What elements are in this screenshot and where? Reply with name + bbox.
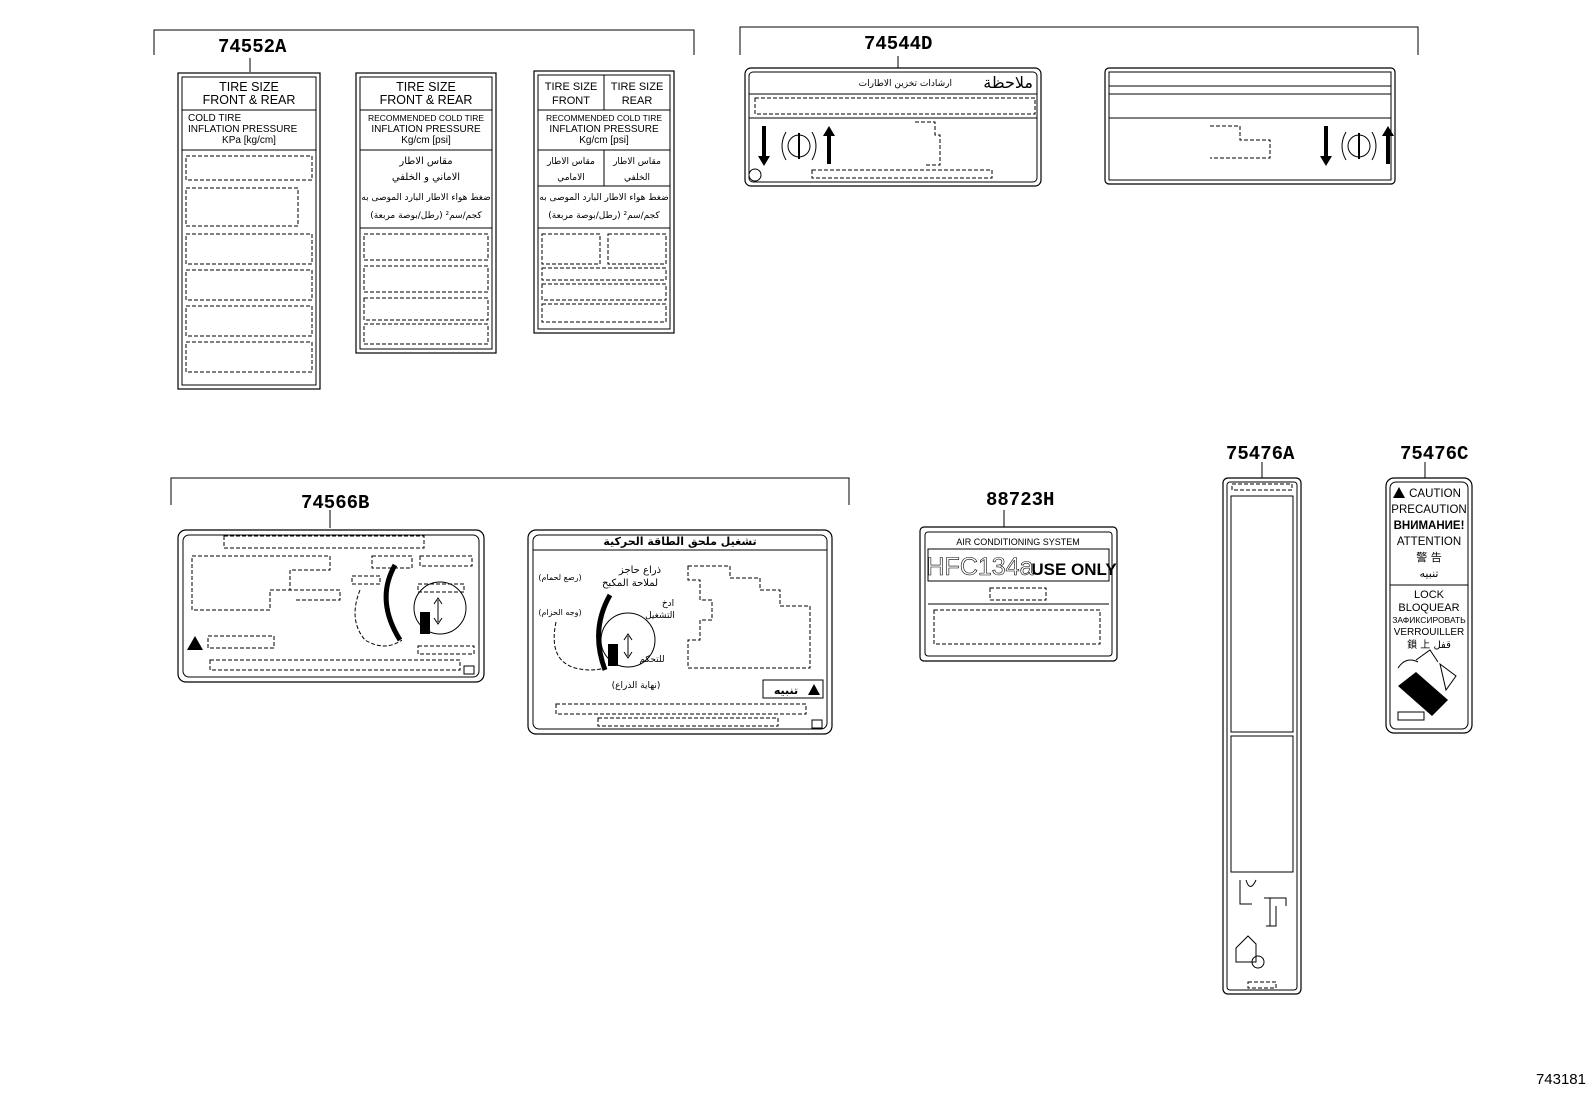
front-rear-title: FRONT & REAR xyxy=(380,93,473,107)
arabic-label-3: (رصع لحمام) xyxy=(538,573,581,582)
arabic-pto-title: تشغيل ملحق الطاقة الحركية xyxy=(603,535,756,548)
tire-size-rear-2: REAR xyxy=(622,95,653,107)
figure-number: 743181 xyxy=(1536,1071,1586,1088)
bracket-74566B xyxy=(170,477,850,505)
caution-box: تنبيه xyxy=(762,679,824,699)
warning-triangle-icon xyxy=(1393,487,1405,498)
tire-size-title: TIRE SIZE xyxy=(396,80,456,94)
lock-cn-ar: 鎖 上 قفل xyxy=(1407,638,1451,651)
ac-refrigerant-label: AIR CONDITIONING SYSTEM HFC134a USE ONLY xyxy=(919,526,1118,662)
caution-en: CAUTION xyxy=(1409,488,1461,500)
caution-lock-label: CAUTION PRECAUTION ВНИМАНИЕ! ATTENTION 警… xyxy=(1385,477,1473,734)
lever-pictogram-icon xyxy=(1239,879,1257,905)
caution-ru: ВНИМАНИЕ! xyxy=(1394,520,1465,532)
arabic-label-5: ادخ xyxy=(662,599,674,609)
lock-lever-pictogram-icon xyxy=(1397,649,1457,716)
group-88723H: 88723H AIR CONDITIONING SYSTEM HFC134a U… xyxy=(919,489,1118,662)
arabic-tire-size: مقاس الاطار xyxy=(398,156,452,167)
part-number-75476C: 75476C xyxy=(1400,443,1468,465)
inflation-pressure-text: INFLATION PRESSURE xyxy=(188,124,298,135)
pressure-unit-text: Kg/cm [psi] xyxy=(401,135,451,146)
arabic-pressure: ضغط هواء الاطار البارد الموصى به xyxy=(361,193,490,203)
group-74552A: 74552A TIRE SIZE FRONT & REAR COLD TIRE … xyxy=(153,29,695,390)
pedal-pictogram-icon xyxy=(1264,897,1287,927)
tire-size-title: TIRE SIZE xyxy=(219,80,279,94)
part-number-75476A: 75476A xyxy=(1226,443,1295,465)
arabic-pressure: ضغط هواء الاطار البارد الموصى به xyxy=(539,193,668,203)
lock-pictogram-icon xyxy=(1235,935,1257,963)
arabic-front: الامامي xyxy=(557,173,585,183)
group-74544D: 74544D ملاحظة ارشادات تخزين الاطارات xyxy=(739,26,1419,187)
group-75476C: 75476C CAUTION PRECAUTION ВНИМАНИЕ! ATTE… xyxy=(1385,443,1473,734)
arabic-label-7: للتحكم xyxy=(639,655,664,665)
wheel-rotation-icon xyxy=(748,126,835,182)
arabic-front-rear: الاماني و الخلفي xyxy=(392,172,460,183)
arabic-note-title: ملاحظة xyxy=(983,73,1033,92)
bracket-74552A xyxy=(153,29,695,55)
tire-size-front-1: TIRE SIZE xyxy=(545,81,598,93)
pto-label-right-arabic: تشغيل ملحق الطاقة الحركية ذراع حاجز لملا… xyxy=(527,529,833,735)
ac-system-text: AIR CONDITIONING SYSTEM xyxy=(956,537,1080,547)
tire-size-rear-1: TIRE SIZE xyxy=(611,81,664,93)
lock-ru: ЗАФИКСИРОВАТЬ xyxy=(1392,615,1466,625)
arabic-rear: الخلفي xyxy=(624,173,650,183)
arabic-unit: كجم/سم² (رطل/بوصة مربعة) xyxy=(370,211,482,221)
pto-label-left xyxy=(177,529,485,683)
part-number-74552A: 74552A xyxy=(218,36,287,58)
front-rear-title: FRONT & REAR xyxy=(203,93,296,107)
arabic-label-4: (وجه الحزام) xyxy=(538,608,581,617)
caution-fr: ATTENTION xyxy=(1397,536,1461,548)
tire-label-2: TIRE SIZE FRONT & REAR RECOMMENDED COLD … xyxy=(355,72,497,354)
recommended-text: RECOMMENDED COLD TIRE xyxy=(368,113,484,123)
group-75476A: 75476A xyxy=(1222,443,1302,995)
lock-es: BLOQUEAR xyxy=(1398,602,1459,614)
part-number-74566B: 74566B xyxy=(301,492,369,514)
tire-label-1: TIRE SIZE FRONT & REAR COLD TIRE INFLATI… xyxy=(177,72,321,390)
hfc134a-text: HFC134a xyxy=(927,553,1034,581)
use-only-text: USE ONLY xyxy=(1031,560,1117,579)
caution-cn: 警 告 xyxy=(1416,550,1442,564)
arabic-lever-1: ذراع حاجز xyxy=(618,565,661,576)
arabic-lever-2: لملاحة المكبح xyxy=(602,578,658,589)
warning-triangle-icon xyxy=(187,636,203,650)
inflation-pressure-text: INFLATION PRESSURE xyxy=(549,124,659,135)
arabic-unit: كجم/سم² (رطل/بوصة مربعة) xyxy=(548,211,660,221)
inflation-pressure-text: INFLATION PRESSURE xyxy=(371,124,481,135)
tire-storage-label-left: ملاحظة ارشادات تخزين الاطارات xyxy=(744,67,1042,187)
tall-decal-label xyxy=(1222,477,1302,995)
arabic-size-front: مقاس الاطار xyxy=(546,157,595,167)
part-number-74544D: 74544D xyxy=(864,33,932,55)
lock-fr: VERROUILLER xyxy=(1394,627,1465,638)
bracket-74544D xyxy=(739,26,1419,55)
warning-triangle-icon xyxy=(808,684,820,695)
pressure-unit-text: KPa [kg/cm] xyxy=(222,135,276,146)
wheel-rotation-icon xyxy=(1320,126,1394,166)
caution-ar: تنبيه xyxy=(1420,567,1439,580)
pressure-unit-text: Kg/cm [psi] xyxy=(579,135,629,146)
arabic-label-8: (نهاية الذراع) xyxy=(612,681,661,691)
group-74566B: 74566B تشغيل ملحق الطاقة الحرك xyxy=(170,477,850,735)
lock-en: LOCK xyxy=(1414,589,1445,601)
caution-es: PRECAUTION xyxy=(1391,504,1466,516)
arabic-caution: تنبيه xyxy=(774,684,798,697)
tire-size-front-2: FRONT xyxy=(552,95,590,107)
recommended-text: RECOMMENDED COLD TIRE xyxy=(546,113,662,123)
arabic-label-6: التشغيل xyxy=(645,611,675,621)
part-number-88723H: 88723H xyxy=(986,489,1054,511)
tire-storage-label-right xyxy=(1104,67,1396,185)
arabic-size-rear: مقاس الاطار xyxy=(612,157,661,167)
cold-tire-text: COLD TIRE xyxy=(188,113,241,124)
tire-label-3: TIRE SIZE FRONT TIRE SIZE REAR RECOMMEND… xyxy=(533,70,675,334)
arabic-note-subtitle: ارشادات تخزين الاطارات xyxy=(859,79,952,89)
